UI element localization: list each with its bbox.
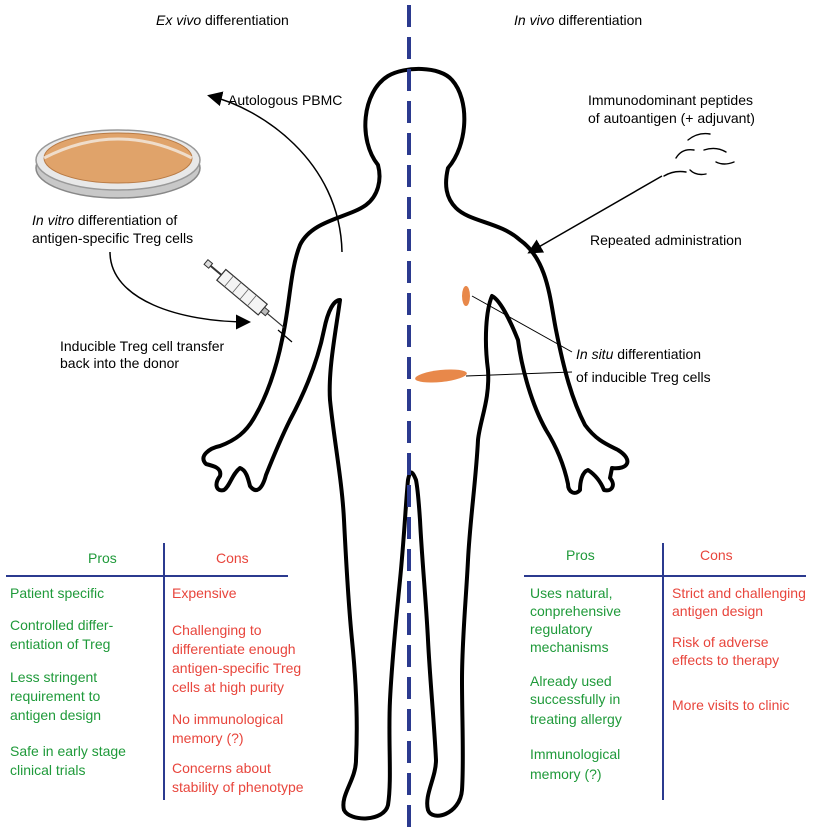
in-vivo-heading: In vivo differentiation <box>514 12 642 29</box>
left-pro-line: Patient specific <box>10 585 104 602</box>
left-pro-line: Safe in early stage <box>10 743 126 760</box>
right-pro-line: conprehensive <box>530 603 621 620</box>
right-pros-header: Pros <box>566 547 595 564</box>
in-vitro-italic: In vitro <box>32 212 74 228</box>
right-pro-line: mechanisms <box>530 639 609 656</box>
in-situ-italic: In situ <box>576 346 613 362</box>
in-situ-rest: differentiation <box>613 346 701 362</box>
right-con-line: Strict and challenging <box>672 585 806 602</box>
ex-vivo-heading-italic: Ex vivo <box>156 12 201 28</box>
right-pro-line: Uses natural, <box>530 585 612 602</box>
ex-vivo-heading-rest: differentiation <box>201 12 289 28</box>
repeated-administration-label: Repeated administration <box>590 232 742 249</box>
peptides-icon <box>664 134 734 176</box>
arrow-pbmc-to-dish <box>210 96 342 252</box>
left-pro-line: Controlled differ- <box>10 617 113 634</box>
left-pro-line: entiation of Treg <box>10 636 110 653</box>
right-pro-line: memory (?) <box>530 766 602 783</box>
left-pros-header: Pros <box>88 550 117 567</box>
left-pro-line: antigen design <box>10 707 101 724</box>
left-pro-line: Less stringent <box>10 669 97 686</box>
transfer-label-line2: back into the donor <box>60 355 179 372</box>
right-con-line: More visits to clinic <box>672 697 789 714</box>
in-situ-label: In situ differentiation <box>576 346 701 363</box>
right-con-line: Risk of adverse <box>672 634 768 651</box>
left-con-line: Concerns about <box>172 760 271 777</box>
in-vitro-rest: differentiation of <box>74 212 177 228</box>
in-situ-pointer-2 <box>466 372 572 376</box>
left-pro-line: requirement to <box>10 688 100 705</box>
right-cons-header: Cons <box>700 547 733 564</box>
left-con-line: No immunological <box>172 711 283 728</box>
left-con-line: stability of phenotype <box>172 779 304 796</box>
petri-dish-icon <box>36 130 200 198</box>
ex-vivo-heading: Ex vivo differentiation <box>156 12 289 29</box>
transfer-label-line1: Inducible Treg cell transfer <box>60 338 224 355</box>
right-con-line: antigen design <box>672 603 763 620</box>
left-con-line: Challenging to <box>172 622 262 639</box>
treg-cell-small <box>462 286 470 306</box>
right-con-line: effects to therapy <box>672 652 779 669</box>
left-con-line: antigen-specific Treg <box>172 660 301 677</box>
in-vitro-label-line2: antigen-specific Treg cells <box>32 230 193 247</box>
peptides-label-line2: of autoantigen (+ adjuvant) <box>588 110 755 127</box>
left-con-line: differentiate enough <box>172 641 296 658</box>
left-con-line: cells at high purity <box>172 679 284 696</box>
right-pro-line: Already used <box>530 673 612 690</box>
in-vivo-heading-rest: differentiation <box>554 12 642 28</box>
left-con-line: Expensive <box>172 585 237 602</box>
left-con-line: memory (?) <box>172 730 244 747</box>
autologous-pbmc-label: Autologous PBMC <box>228 92 342 109</box>
right-pro-line: Immunological <box>530 746 620 763</box>
left-pro-line: clinical trials <box>10 762 85 779</box>
in-situ-label-line2: of inducible Treg cells <box>576 369 711 386</box>
right-pro-line: treating allergy <box>530 711 622 728</box>
peptides-label-line1: Immunodominant peptides <box>588 92 753 109</box>
treg-cell-large <box>415 367 468 384</box>
right-pro-line: regulatory <box>530 621 592 638</box>
left-cons-header: Cons <box>216 550 249 567</box>
right-pro-line: successfully in <box>530 691 620 708</box>
in-vivo-heading-italic: In vivo <box>514 12 554 28</box>
in-vitro-label: In vitro differentiation of <box>32 212 177 229</box>
